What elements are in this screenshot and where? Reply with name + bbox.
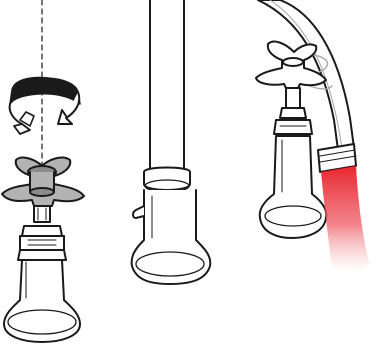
spout-assembly: [132, 0, 211, 284]
left-valve-assembly: [2, 0, 84, 342]
circular-rotate-arrow-icon: [10, 78, 80, 135]
water-stream-icon: [321, 166, 370, 272]
cross-handle-right: [256, 42, 326, 88]
cross-handle: [2, 158, 84, 206]
